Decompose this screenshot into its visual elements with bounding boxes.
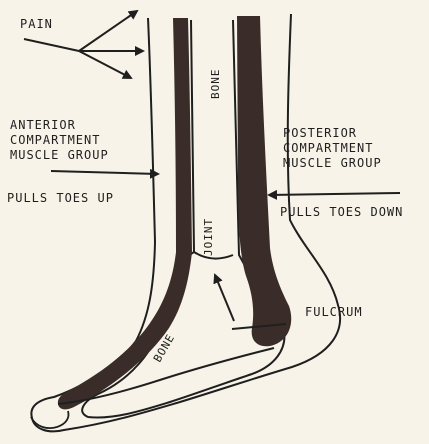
bone-top-label: BONE [209, 47, 223, 99]
posterior-label-line-3: MUSCLE GROUP [283, 156, 382, 170]
posterior-label-line-2: COMPARTMENT [283, 141, 373, 155]
joint-label: JOINT [202, 198, 216, 256]
fulcrum-arrow [215, 275, 234, 321]
pain-arrow-upper [79, 11, 137, 51]
anterior-label-line-2: COMPARTMENT [10, 133, 100, 147]
posterior-muscle [237, 16, 291, 346]
pulls-toes-down-label: PULLS TOES DOWN [280, 205, 403, 219]
pain-arrow-lower [79, 51, 131, 78]
anterior-label-line-1: ANTERIOR [10, 118, 76, 132]
pain-label: PAIN [20, 17, 53, 31]
posterior-label-line-1: POSTERIOR [283, 126, 357, 140]
anterior-pull-arrow [51, 171, 158, 174]
anterior-muscle [58, 18, 192, 409]
pain-arrow-main [24, 39, 79, 51]
pulls-toes-up-label: PULLS TOES UP [7, 191, 114, 205]
anterior-label-line-3: MUSCLE GROUP [10, 148, 109, 162]
fulcrum-label: FULCRUM [305, 305, 363, 319]
